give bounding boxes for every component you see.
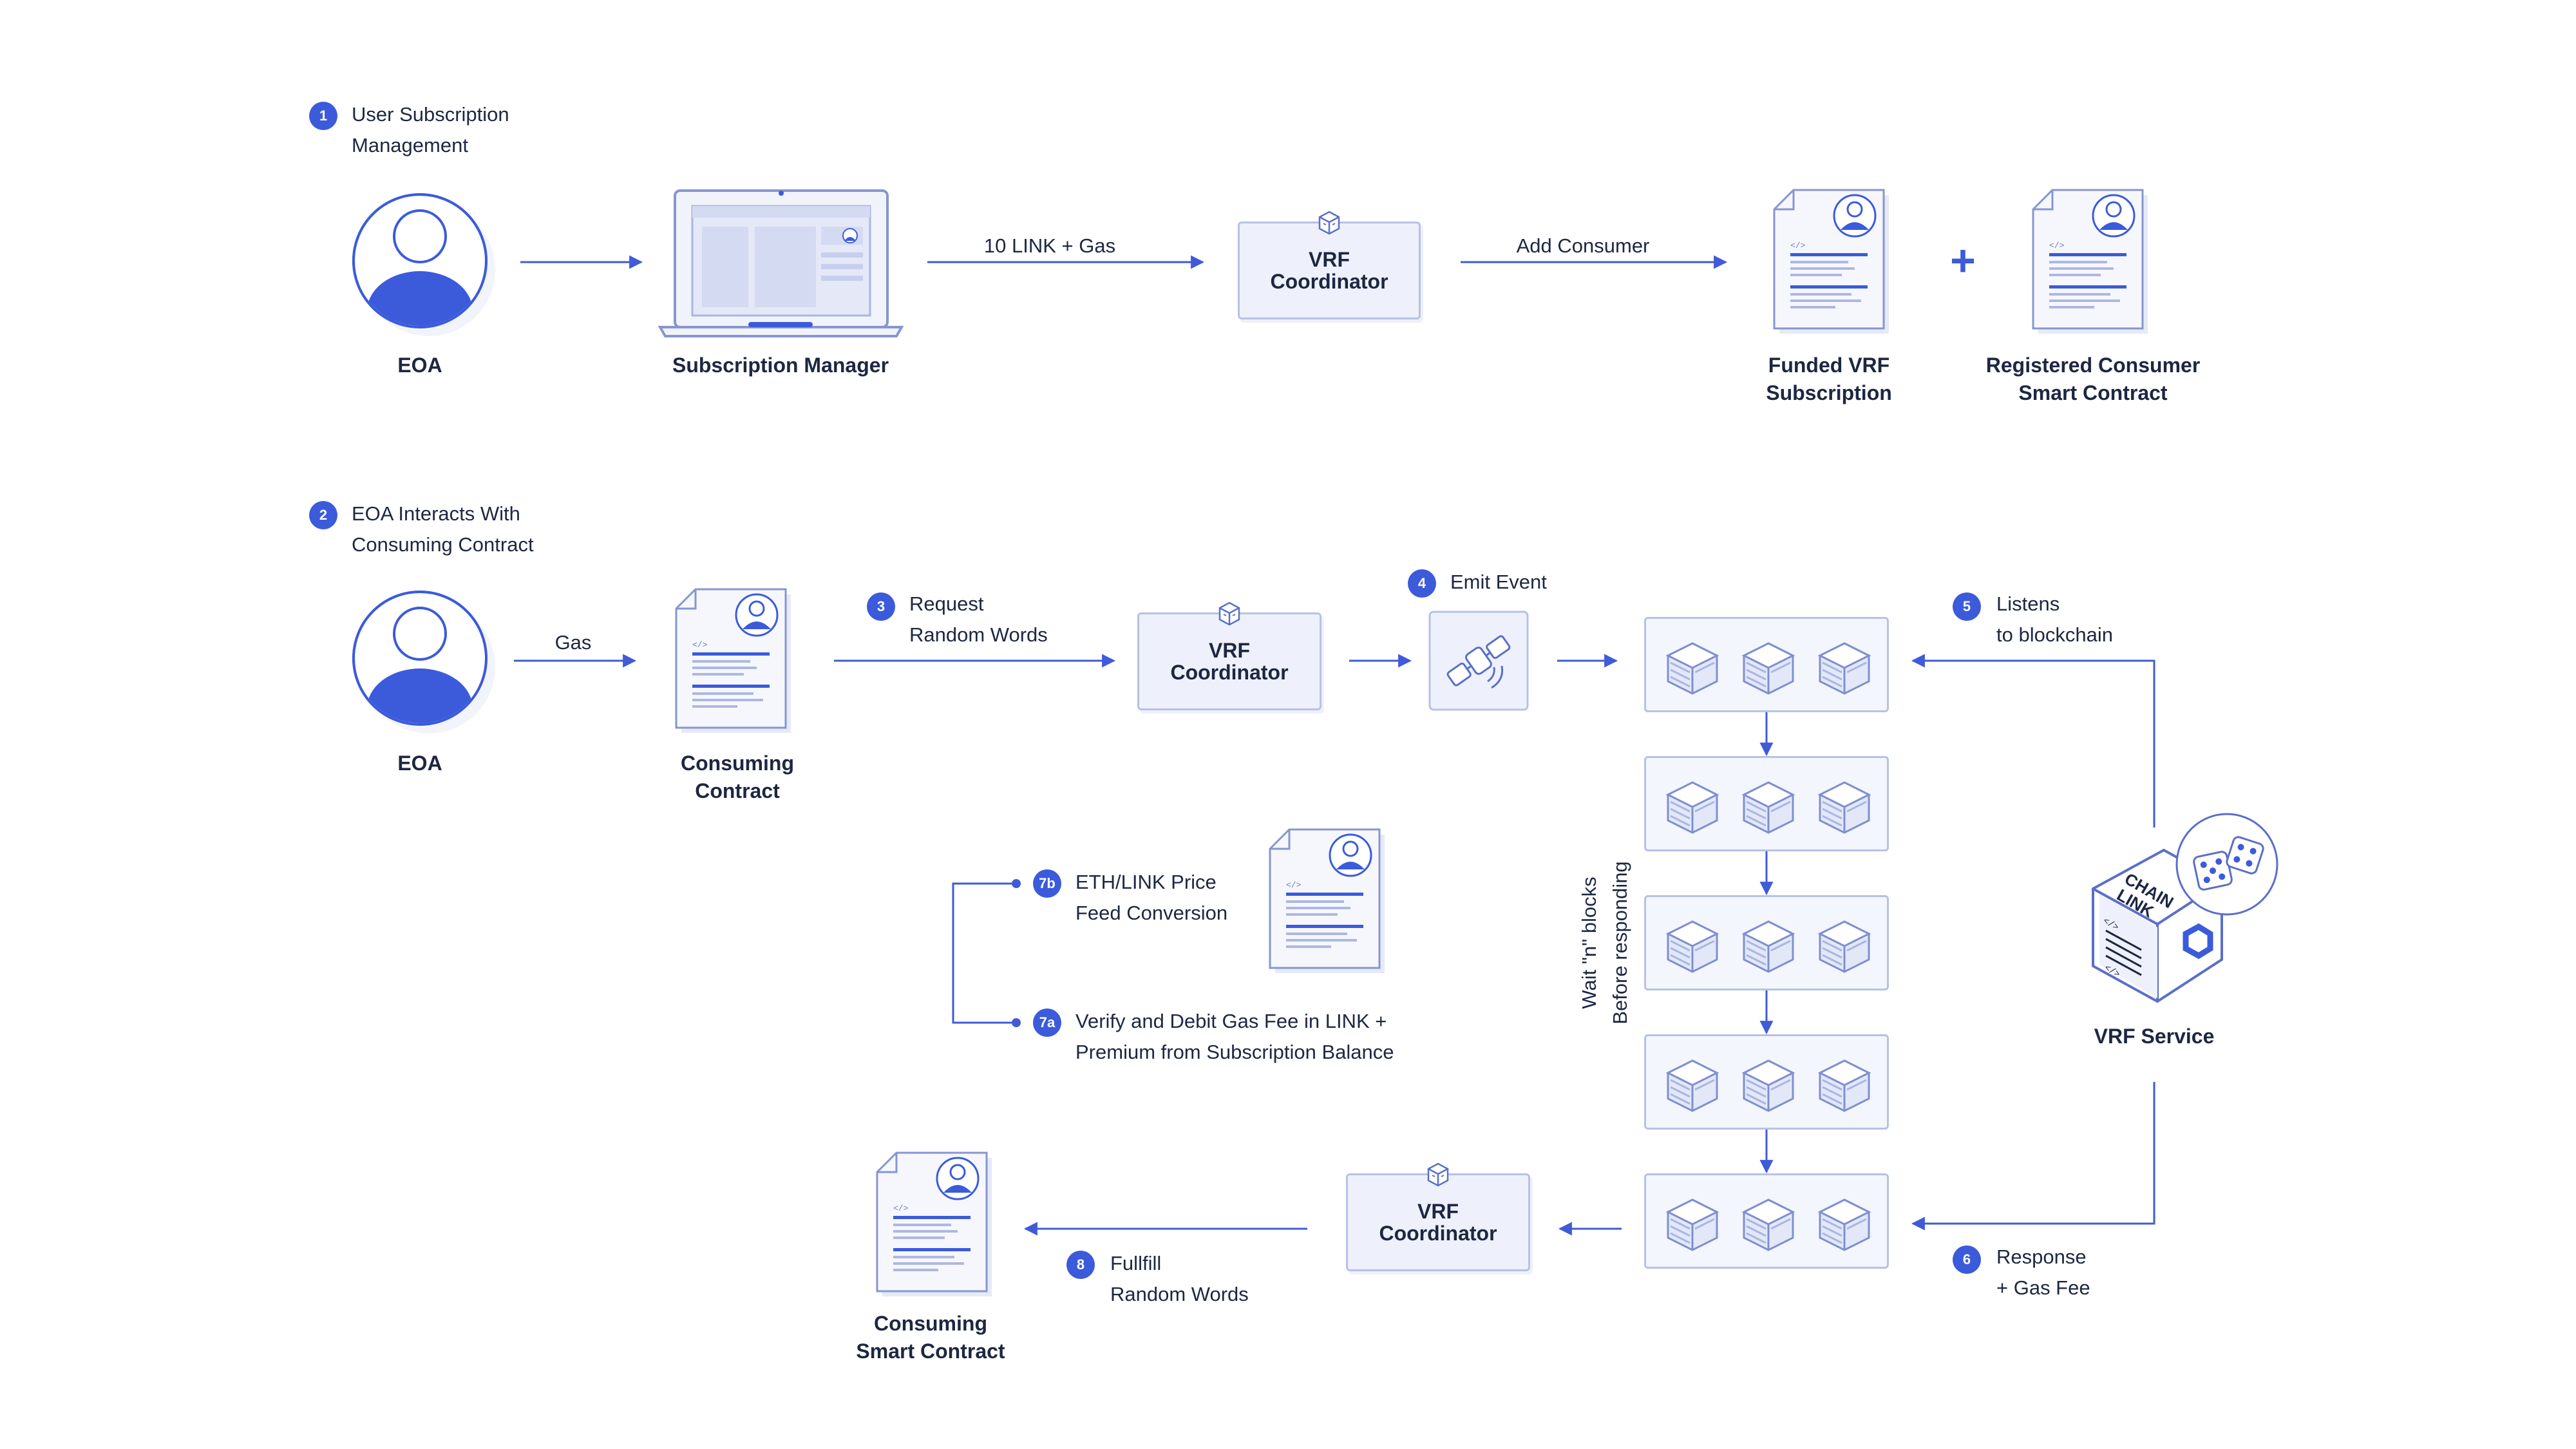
dice-icon (2175, 813, 2278, 916)
consuming-contract-label-line2: Contract (695, 779, 780, 802)
eoa-label: EOA (397, 354, 442, 377)
registered-label-line2: Smart Contract (2018, 381, 2168, 404)
consuming-smart-contract-line2: Smart Contract (856, 1340, 1005, 1363)
laptop-icon (658, 189, 904, 337)
registered-consumer-document-icon (2032, 189, 2149, 335)
verify-line2: Premium from Subscription Balance (1075, 1041, 1394, 1063)
verify-line1: Verify and Debit Gas Fee in LINK + (1075, 1010, 1387, 1032)
block-1 (1644, 617, 1889, 712)
section2-title-line2: Consuming Contract (352, 533, 534, 556)
request-label-line1: Request (909, 592, 984, 615)
wait-line2: Before responding (1609, 861, 1631, 1025)
block-4 (1644, 1034, 1889, 1130)
fulfill-line1: Fullfill (1110, 1252, 1162, 1274)
emit-event-satellite-icon (1428, 611, 1529, 711)
coordinator-line1: VRF (1209, 639, 1250, 662)
price-feed-document-icon (1269, 828, 1386, 974)
listens-label-line2: to blockchain (1996, 623, 2113, 646)
wait-n-blocks-label: Wait "n" blocks Before responding (1574, 814, 1636, 1072)
coordinator-line1: VRF (1309, 248, 1350, 271)
step-badge-6: 6 (1953, 1245, 1981, 1274)
step-badge-4: 4 (1408, 569, 1436, 598)
arrow-listens (1911, 654, 2155, 828)
coordinator-line1: VRF (1417, 1200, 1459, 1223)
arrow-label-gas: Gas (554, 631, 592, 654)
eoa-user-icon-2 (354, 592, 495, 748)
emit-event-label: Emit Event (1450, 571, 1547, 593)
price-feed-line2: Feed Conversion (1075, 902, 1228, 924)
coordinator-line2: Coordinator (1270, 270, 1388, 293)
arrow-label-add-consumer: Add Consumer (1516, 234, 1650, 257)
block-cube-icon (1667, 642, 1718, 695)
listens-label-line1: Listens (1996, 592, 2060, 615)
registered-label-line1: Registered Consumer (1985, 354, 2201, 377)
arrow-label-link-gas: 10 LINK + Gas (983, 234, 1116, 257)
funded-label-line2: Subscription (1766, 381, 1892, 404)
step-badge-7a: 7a (1033, 1009, 1061, 1037)
section1-title-line2: Management (352, 134, 468, 156)
consuming-smart-contract-line1: Consuming (874, 1312, 987, 1335)
plus-icon: + (1950, 236, 1976, 285)
vrf-service-label: VRF Service (2094, 1025, 2215, 1048)
section2-title-line1: EOA Interacts With (352, 502, 520, 525)
step-badge-2: 2 (309, 501, 337, 529)
cube-icon (1218, 601, 1240, 626)
arrow-response (1911, 1082, 2155, 1231)
eoa-label-2: EOA (397, 752, 442, 775)
coordinator-line2: Coordinator (1170, 661, 1289, 684)
step-badge-8: 8 (1066, 1251, 1095, 1279)
block-3 (1644, 895, 1889, 990)
step-badge-7b: 7b (1033, 869, 1061, 898)
cube-icon (1427, 1162, 1449, 1187)
consuming-contract-label-line1: Consuming (681, 752, 794, 775)
funded-subscription-document-icon (1773, 189, 1890, 335)
consuming-contract-document-icon (675, 588, 792, 734)
step-badge-1: 1 (309, 102, 337, 130)
cube-icon (1318, 211, 1340, 235)
section1-title-line1: User Subscription (352, 103, 509, 126)
block-5 (1644, 1173, 1889, 1269)
response-label-line2: + Gas Fee (1996, 1276, 2090, 1299)
price-feed-line1: ETH/LINK Price (1075, 871, 1217, 893)
eoa-user-icon (354, 194, 495, 351)
step-badge-5: 5 (1953, 592, 1981, 621)
request-label-line2: Random Words (909, 623, 1048, 646)
coordinator-line2: Coordinator (1379, 1222, 1497, 1245)
response-label-line1: Response (1996, 1245, 2087, 1268)
fee-bracket (952, 879, 1021, 1027)
fulfill-line2: Random Words (1110, 1283, 1249, 1305)
block-2 (1644, 756, 1889, 851)
funded-label-line1: Funded VRF (1768, 354, 1890, 377)
wait-line1: Wait "n" blocks (1578, 876, 1600, 1009)
step-badge-3: 3 (867, 592, 895, 621)
consuming-smart-contract-document-icon (876, 1151, 993, 1298)
subscription-manager-label: Subscription Manager (672, 354, 889, 377)
